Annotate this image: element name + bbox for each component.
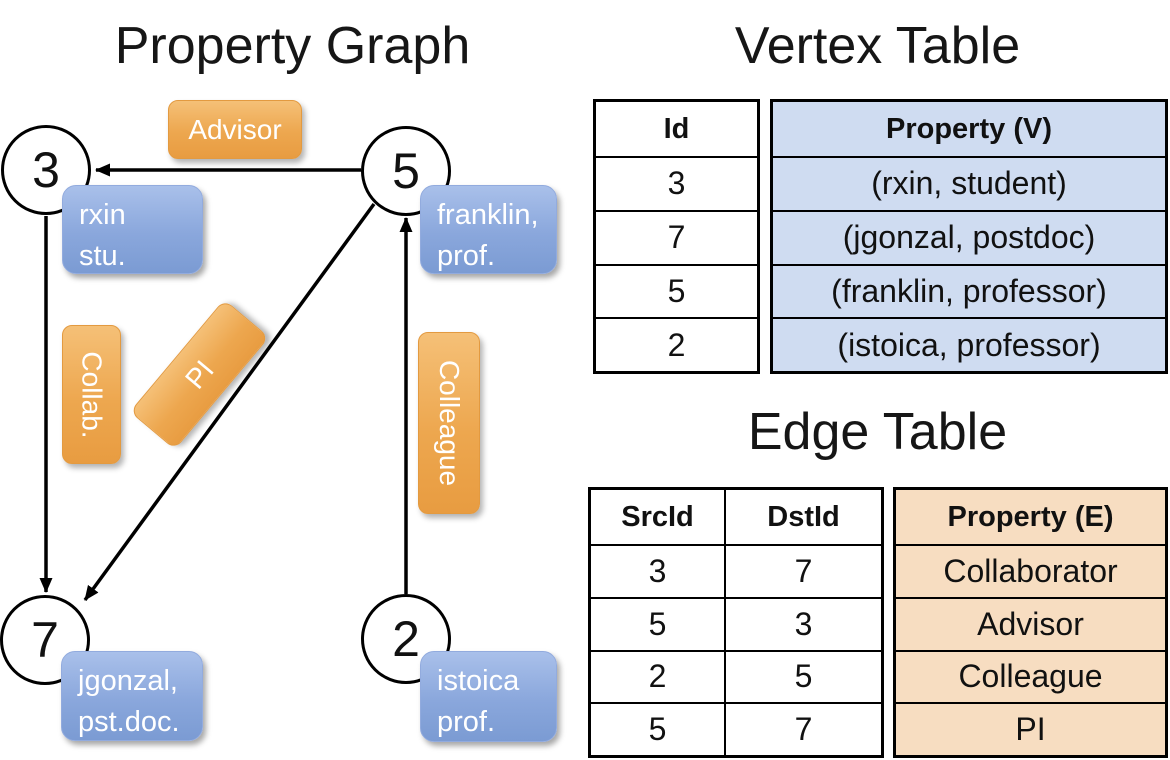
edge-table-srcid-header: SrcId bbox=[591, 490, 726, 544]
cell-srcid: 5 bbox=[591, 598, 726, 650]
table-row: 3 bbox=[596, 156, 757, 210]
edge-table-title: Edge Table bbox=[747, 403, 1008, 461]
node-7-property-line1: jgonzal, bbox=[78, 665, 178, 697]
edge-table-dstid-header: DstId bbox=[767, 500, 840, 533]
table-row: 5 7 bbox=[591, 702, 881, 755]
cell-srcid: 3 bbox=[591, 546, 726, 597]
edge-label-collab: Collab. bbox=[62, 325, 121, 464]
cell-srcid: 5 bbox=[591, 704, 726, 755]
node-2-property-line1: istoica bbox=[437, 665, 520, 697]
edge-table-id-columns: SrcId DstId 3 7 5 3 2 5 5 7 bbox=[588, 487, 884, 758]
edge-table-property-column: Property (E) Collaborator Advisor Collea… bbox=[893, 487, 1168, 758]
cell-dstid: 3 bbox=[794, 605, 813, 642]
node-2-property-box: istoica prof. bbox=[420, 651, 557, 742]
node-3-property-line2: stu. bbox=[79, 240, 126, 273]
node-5-id: 5 bbox=[392, 143, 420, 199]
table-row: 5 3 bbox=[591, 596, 881, 650]
edge-label-advisor-text: Advisor bbox=[188, 113, 282, 145]
edge-table-property-header: Property (E) bbox=[947, 500, 1114, 533]
table-row: (rxin, student) bbox=[773, 156, 1165, 210]
table-row: Colleague bbox=[896, 649, 1165, 703]
vertex-table-id-header: Id bbox=[663, 112, 690, 145]
vertex-table-id-column: Id 3 7 5 2 bbox=[593, 99, 760, 374]
node-7-property-line2: pst.doc. bbox=[78, 706, 180, 739]
table-row: Advisor bbox=[896, 596, 1165, 650]
cell-srcid: 2 bbox=[591, 651, 726, 703]
table-row: (istoica, professor) bbox=[773, 317, 1165, 371]
table-row: PI bbox=[896, 702, 1165, 755]
node-2-id: 2 bbox=[392, 611, 420, 667]
vertex-table-property-column: Property (V) (rxin, student) (jgonzal, p… bbox=[770, 99, 1168, 374]
node-2: 2 bbox=[361, 594, 451, 684]
cell-dstid: 5 bbox=[794, 658, 813, 695]
table-row: 3 7 bbox=[591, 544, 881, 597]
table-row: 2 5 bbox=[591, 649, 881, 703]
table-row: (franklin, professor) bbox=[773, 263, 1165, 318]
node-5-property-line1: franklin, bbox=[437, 199, 539, 231]
edge-table-id-header-row: SrcId DstId bbox=[591, 490, 881, 544]
edge-label-pi-text: PI bbox=[178, 354, 220, 395]
node-5: 5 bbox=[361, 126, 451, 216]
table-row: 7 bbox=[596, 209, 757, 264]
node-5-property-box: franklin, prof. bbox=[420, 185, 557, 274]
property-graph-title: Property Graph bbox=[114, 17, 471, 75]
table-row: 2 bbox=[596, 317, 757, 371]
table-row: 5 bbox=[596, 263, 757, 318]
edge-label-colleague-text: Colleague bbox=[434, 359, 466, 487]
edge-5-to-7 bbox=[83, 202, 376, 602]
edge-label-advisor: Advisor bbox=[168, 100, 302, 159]
graph-edges bbox=[39, 163, 413, 602]
vertex-table-property-header: Property (V) bbox=[886, 112, 1052, 145]
node-3-id: 3 bbox=[32, 142, 60, 198]
vertex-table-title: Vertex Table bbox=[734, 17, 1021, 75]
node-5-property-line2: prof. bbox=[437, 240, 496, 273]
node-2-property-line2: prof. bbox=[437, 706, 496, 739]
node-3-property-line1: rxin bbox=[79, 199, 126, 231]
edge-label-collab-text: Collab. bbox=[76, 350, 108, 439]
table-row: Collaborator bbox=[896, 544, 1165, 597]
node-7-id: 7 bbox=[31, 612, 59, 668]
cell-dstid: 7 bbox=[794, 552, 813, 589]
cell-dstid: 7 bbox=[794, 711, 813, 748]
node-7-property-box: jgonzal, pst.doc. bbox=[61, 651, 203, 741]
edge-label-colleague: Colleague bbox=[418, 332, 480, 514]
node-3-property-box: rxin stu. bbox=[62, 185, 203, 274]
table-row: (jgonzal, postdoc) bbox=[773, 209, 1165, 264]
